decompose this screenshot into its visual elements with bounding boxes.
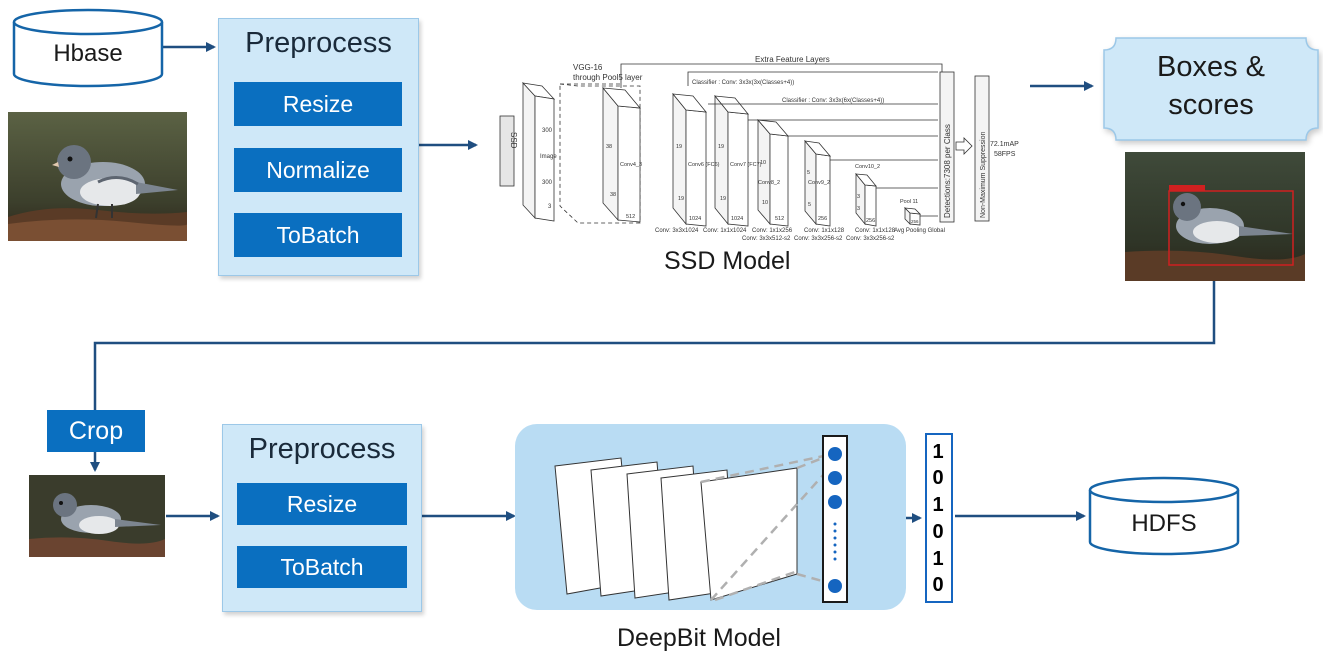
conv9-top: 5 [807, 170, 810, 176]
tobatch-step: ToBatch [234, 213, 402, 257]
conv4-depth: 512 [626, 214, 635, 220]
conv-label-1: Conv: 3x3x1024 [655, 228, 699, 234]
extra-layers-label: Extra Feature Layers [755, 55, 830, 64]
conv9-depth: 256 [818, 216, 827, 222]
input-bird-photo [8, 112, 187, 241]
binary-code-vector [925, 433, 953, 603]
conv-label-3a: Conv: 1x1x256 [752, 228, 793, 234]
ssd-image-label: Image [540, 154, 557, 160]
preprocess-panel-top: Preprocess Resize Normalize ToBatch [218, 18, 419, 276]
conv-label-5b: Conv: 3x3x256-s2 [846, 236, 895, 242]
conv10-side: 3 [857, 206, 860, 212]
ssd-image-dim1: 300 [542, 128, 553, 134]
conv10-name: Conv10_2 [855, 164, 880, 170]
conv10-top: 3 [857, 194, 860, 200]
detection-box [1168, 190, 1294, 266]
feature-map-5 [700, 467, 798, 601]
hbase-label: Hbase [53, 40, 123, 67]
bit-value: 1 [932, 494, 944, 516]
nms-label: Non-Maximum Suppression [980, 132, 987, 218]
conv4-name: Conv4_3 [620, 162, 642, 168]
hdfs-datastore: HDFS [1088, 476, 1240, 556]
conv8-top: 10 [760, 160, 766, 166]
neuron-node [828, 447, 842, 461]
result-map: 72.1mAP [990, 141, 1019, 148]
conv8-depth: 512 [775, 216, 784, 222]
conv7-name: Conv7 (FC7) [730, 162, 762, 168]
conv6-name: Conv6 (FC6) [688, 162, 720, 168]
crop-step: Crop [47, 410, 145, 452]
ssd-model-label: SSD Model [664, 247, 791, 275]
bird-image [1125, 152, 1305, 281]
ssd-input-box [499, 115, 515, 187]
conv7-side: 19 [720, 196, 726, 202]
conv8-name: Conv8_2 [758, 180, 780, 186]
pool-depth: 256 [911, 219, 919, 224]
bit-value: 1 [932, 441, 944, 463]
neuron-column [822, 435, 848, 603]
detected-bird-photo [1125, 152, 1305, 281]
conv-label-5a: Conv: 1x1x128 [855, 228, 896, 234]
conv6-depth: 1024 [689, 216, 701, 222]
preprocess-panel-bottom: Preprocess Resize ToBatch [222, 424, 422, 612]
conv9-side: 5 [808, 202, 811, 208]
vgg-label-1: VGG-16 [573, 63, 603, 72]
neuron-node [828, 579, 842, 593]
ssd-image-depth: 3 [548, 204, 552, 210]
conv10-depth: 256 [866, 218, 875, 224]
bit-value: 0 [932, 574, 944, 596]
conv-label-2: Conv: 1x1x1024 [703, 228, 747, 234]
plaque-shape [1103, 37, 1319, 141]
ssd-architecture-diagram: SSD 300 Image 300 3 VGG-16 through Pool5… [499, 55, 1019, 242]
detections-label: Detections:7308 per Class [943, 124, 952, 218]
neuron-ellipsis [833, 522, 837, 561]
classifier-2-label: Classifier : Conv: 3x3x(6x(Classes+4)) [782, 98, 884, 104]
arrow-boxes-to-crop [93, 281, 1216, 410]
conv4-top: 38 [606, 144, 612, 150]
conv6-side: 19 [678, 196, 684, 202]
conv7-depth: 1024 [731, 216, 743, 222]
resize-step: Resize [237, 483, 407, 525]
conv4-side: 38 [610, 192, 616, 198]
boxes-scores-node: Boxes & scores [1102, 36, 1320, 142]
tobatch-step: ToBatch [237, 546, 407, 588]
cylinder-icon [1088, 476, 1240, 556]
ssd-input-label: SSD [509, 132, 518, 149]
boxes-line1: Boxes & [1157, 51, 1265, 83]
neuron-node [828, 495, 842, 509]
bit-value: 0 [932, 521, 944, 543]
conv7-top: 19 [718, 144, 724, 150]
conv-label-4b: Conv: 3x3x256-s2 [794, 236, 843, 242]
hbase-datastore: Hbase [12, 8, 164, 88]
bit-value: 0 [932, 467, 944, 489]
cropped-bird-photo [29, 475, 165, 557]
boxes-line2: scores [1168, 89, 1254, 121]
conv9-name: Conv9_2 [808, 180, 830, 186]
detection-score-tag [1169, 185, 1205, 191]
bird-image [29, 475, 165, 557]
pool-name: Pool 11 [900, 199, 918, 205]
preprocess-title: Preprocess [245, 27, 392, 59]
deepbit-model-label: DeepBit Model [617, 624, 781, 652]
deepbit-diagram [554, 435, 848, 603]
cylinder-icon [12, 8, 164, 88]
neuron-node [828, 471, 842, 485]
conv-label-3b: Conv: 3x3x512-s2 [742, 236, 791, 242]
conv6-top: 19 [676, 144, 682, 150]
ssd-image-dim2: 300 [542, 180, 553, 186]
conv8-side: 10 [762, 200, 768, 206]
conv-label-4a: Conv: 1x1x128 [804, 228, 845, 234]
resize-step: Resize [234, 82, 402, 126]
bird-image [8, 112, 187, 241]
hdfs-label: HDFS [1131, 510, 1197, 537]
bit-value: 1 [932, 548, 944, 570]
result-fps: 58FPS [994, 151, 1016, 158]
normalize-step: Normalize [234, 148, 402, 192]
preprocess-title: Preprocess [248, 433, 396, 465]
classifier-1-label: Classifier : Conv: 3x3x(3x(Classes+4)) [692, 80, 794, 86]
vgg-label-2: through Pool5 layer [573, 73, 643, 82]
conv-label-6: Avg Pooling Global [894, 228, 945, 234]
